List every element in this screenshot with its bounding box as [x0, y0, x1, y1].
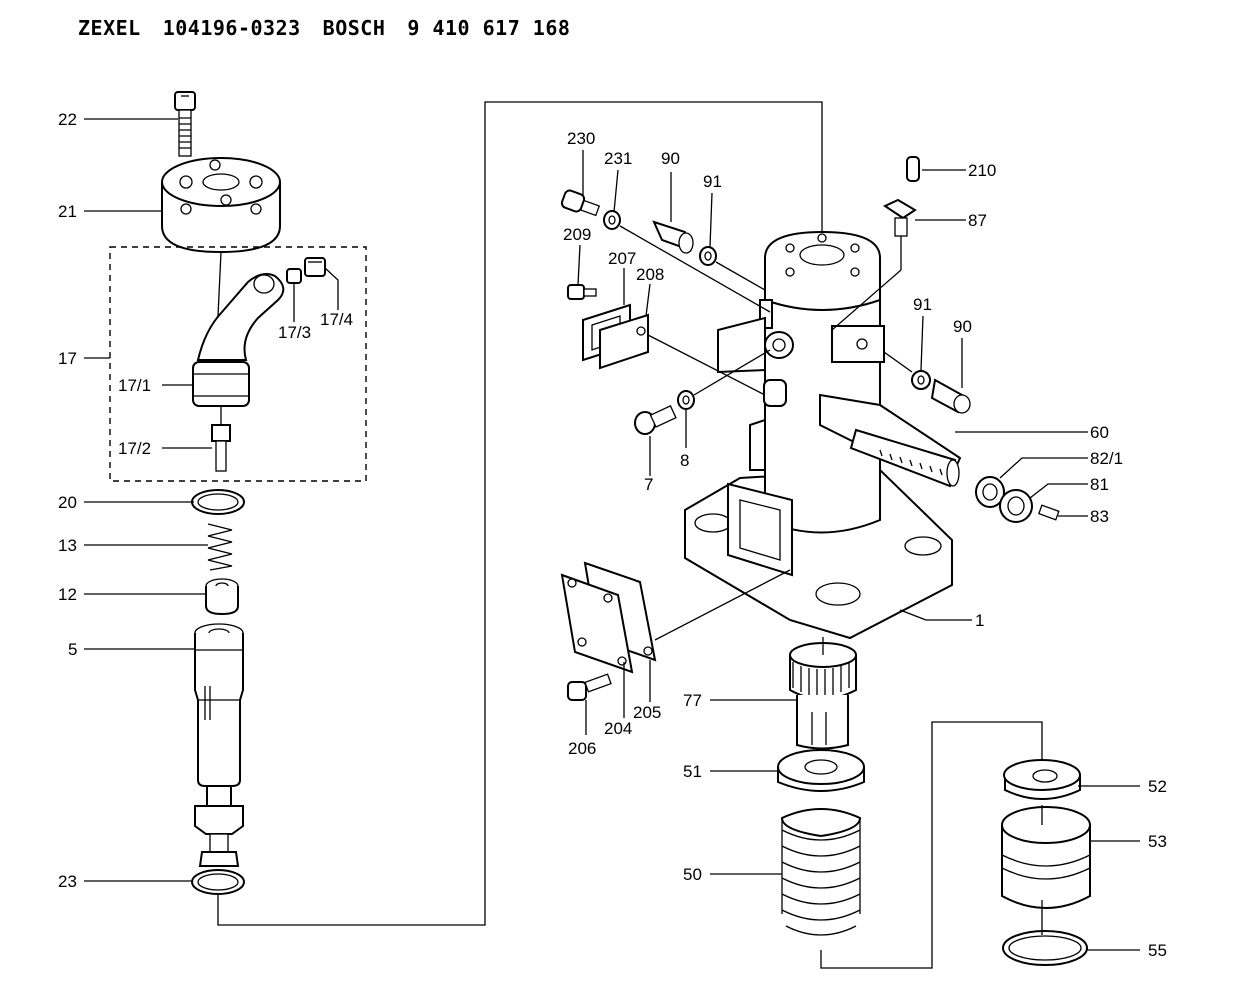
plug-17-3	[286, 268, 302, 284]
callout-17-3: 17/3	[278, 323, 311, 342]
spring-seat-53	[1001, 806, 1091, 909]
drawing-header: ZEXEL 104196-0323 BOSCH 9 410 617 168	[78, 16, 592, 40]
screw-83	[1037, 504, 1060, 521]
gear-sleeve-77	[789, 642, 857, 750]
callout-50: 50	[683, 865, 702, 884]
callout-207: 207	[608, 249, 636, 268]
cover-204	[560, 573, 634, 674]
zexel-part-number: 104196-0323	[162, 16, 301, 40]
ring-23	[191, 869, 245, 895]
washer-91-upper	[699, 246, 717, 266]
callout-230: 230	[567, 129, 595, 148]
callout-91-right: 91	[913, 295, 932, 314]
callout-13: 13	[58, 536, 77, 555]
callout-20: 20	[58, 493, 77, 512]
cap-81	[999, 489, 1033, 523]
plunger-barrel-5	[194, 623, 244, 867]
screw-209	[567, 284, 597, 300]
callout-82-1: 82/1	[1090, 449, 1123, 468]
plug-7	[634, 405, 677, 435]
callout-1: 1	[975, 611, 984, 630]
washer-231	[603, 210, 621, 230]
circlip-55	[1002, 930, 1088, 966]
callout-206: 206	[568, 739, 596, 758]
clip-52	[1003, 759, 1081, 800]
spring-seat-51	[777, 749, 865, 792]
bolt-206	[567, 673, 612, 701]
bolt-230	[560, 189, 601, 217]
callout-17-2: 17/2	[118, 439, 151, 458]
callout-83: 83	[1090, 507, 1109, 526]
flange-21	[161, 157, 281, 254]
callout-12: 12	[58, 585, 77, 604]
screw-90-upper	[652, 220, 694, 254]
callout-204: 204	[604, 719, 632, 738]
callout-53: 53	[1148, 832, 1167, 851]
callout-17: 17	[58, 349, 77, 368]
callout-5: 5	[68, 640, 77, 659]
callout-77: 77	[683, 691, 702, 710]
callout-91-upper: 91	[703, 172, 722, 191]
callout-22: 22	[58, 110, 77, 129]
o-ring-20	[191, 489, 245, 515]
cover-plate-208	[599, 313, 649, 370]
callout-209: 209	[563, 225, 591, 244]
oem-part-number: 9 410 617 168	[407, 16, 571, 40]
maker-name: ZEXEL	[78, 16, 141, 40]
callout-55: 55	[1148, 941, 1167, 960]
callout-51: 51	[683, 762, 702, 781]
control-rack-60	[849, 428, 960, 488]
pin-17-2	[211, 424, 231, 472]
washer-91-right	[911, 370, 931, 390]
spring-13	[207, 523, 233, 571]
callout-17-4: 17/4	[320, 310, 353, 329]
oem-brand: BOSCH	[322, 16, 386, 40]
assembly-17-boundary	[109, 246, 367, 482]
callout-208: 208	[636, 265, 664, 284]
callout-90-right: 90	[953, 317, 972, 336]
callout-210: 210	[968, 161, 996, 180]
callout-81: 81	[1090, 475, 1109, 494]
ring-82-1	[975, 476, 1005, 508]
callout-60: 60	[1090, 423, 1109, 442]
delivery-valve-12	[205, 578, 239, 616]
callout-87: 87	[968, 211, 987, 230]
callout-23: 23	[58, 872, 77, 891]
bolt-22	[174, 91, 196, 157]
callout-7: 7	[644, 475, 653, 494]
washer-8	[677, 390, 695, 410]
callout-52: 52	[1148, 777, 1167, 796]
screw-90-right	[930, 378, 971, 414]
screw-17-4	[304, 257, 326, 277]
callout-17-1: 17/1	[118, 376, 151, 395]
pin-210	[906, 156, 920, 182]
banjo-fitting-17-1	[192, 273, 285, 407]
callout-21: 21	[58, 202, 77, 221]
callout-8: 8	[680, 451, 689, 470]
callout-205: 205	[633, 703, 661, 722]
nipple-87	[882, 198, 917, 237]
spring-50	[780, 808, 862, 936]
callout-90-upper: 90	[661, 149, 680, 168]
callout-231: 231	[604, 149, 632, 168]
pump-housing-1	[684, 230, 962, 640]
